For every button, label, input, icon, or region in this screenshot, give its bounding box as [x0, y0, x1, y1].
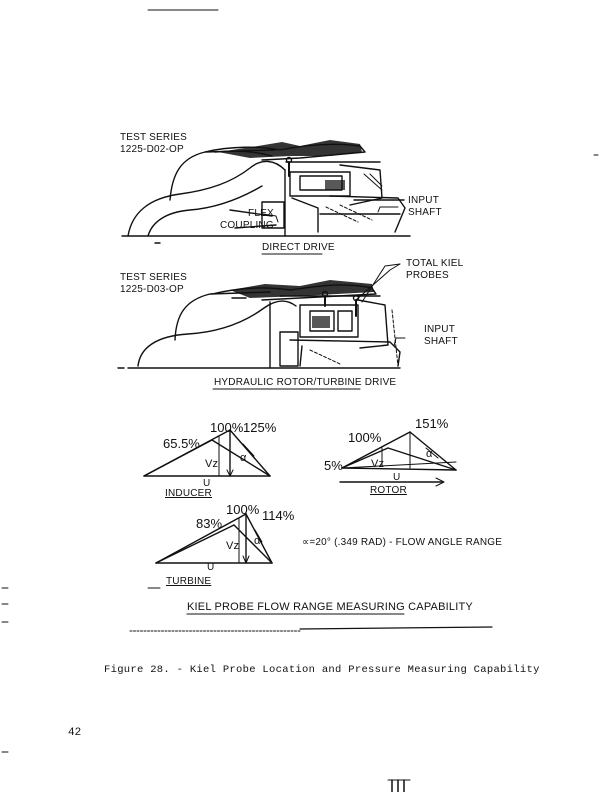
turbine-83-label: 83% [196, 516, 223, 531]
rotor-triangle [339, 431, 457, 487]
hydraulic-drive-series: TEST SERIES 1225-D03-OP [120, 272, 187, 296]
turbine-triangle [155, 513, 273, 564]
kiel-probes-label: TOTAL KIEL PROBES [406, 258, 463, 282]
rotor-100-label: 100% [348, 430, 382, 445]
direct-drive-assembly [121, 143, 411, 244]
turbine-label: TURBINE [166, 576, 212, 587]
page-number: 42 [68, 727, 82, 739]
hydraulic-drive-series-id: 1225-D03-OP [120, 284, 184, 295]
hydraulic-drive-caption: HYDRAULIC ROTOR/TURBINE DRIVE [214, 377, 397, 388]
hydraulic-input-shaft-label: INPUT SHAFT [424, 324, 458, 348]
flex-coupling-label: FLEX COUPLING [220, 208, 274, 232]
input-shaft-line1: INPUT [408, 195, 439, 206]
rotor-alpha-label: α [426, 448, 433, 460]
direct-drive-series-id: 1225-D02-OP [120, 144, 184, 155]
leader-input-shaft-2 [393, 337, 406, 347]
flow-angle-note: ∝=20° (.349 RAD) - FLOW ANGLE RANGE [302, 537, 503, 548]
inducer-vz-label: Vz [205, 458, 219, 470]
inducer-100-label: 100% [210, 420, 244, 435]
direct-drive-series: TEST SERIES 1225-D02-OP [120, 132, 187, 156]
flex-coupling-line1: FLEX [248, 208, 274, 219]
leader-flex-coupling [262, 213, 279, 223]
direct-drive-caption: DIRECT DRIVE [262, 242, 335, 253]
inducer-triangle [143, 429, 271, 477]
hydraulic-drive-assembly [117, 284, 401, 369]
direct-drive-series-title: TEST SERIES [120, 132, 188, 143]
kiel-probes-line1: TOTAL KIEL [406, 258, 464, 269]
turbine-vz-label: Vz [226, 540, 240, 552]
inducer-label: INDUCER [165, 488, 212, 499]
hydraulic-input-shaft-line2: SHAFT [424, 336, 458, 347]
capability-caption: KIEL PROBE FLOW RANGE MEASURING CAPABILI… [187, 601, 473, 613]
hatched-parts [218, 140, 374, 328]
leader-input-shaft-1 [377, 206, 399, 213]
rotor-151-label: 151% [415, 416, 449, 431]
inducer-65-label: 65.5% [163, 436, 200, 451]
rotor-u-label: U [393, 472, 401, 483]
inducer-u-label: U [203, 478, 211, 489]
rotor-5-label: 5% [324, 458, 343, 473]
inducer-alpha-label: α [240, 452, 247, 464]
leader-kiel-probe-b [355, 263, 401, 301]
hydraulic-drive-series-title: TEST SERIES [120, 272, 188, 283]
kiel-probes-line2: PROBES [406, 270, 449, 281]
inducer-125-label: 125% [243, 420, 277, 435]
direct-drive-input-shaft-label: INPUT SHAFT [408, 195, 442, 219]
input-shaft-line2: SHAFT [408, 207, 442, 218]
turbine-alpha-label: α [254, 535, 261, 547]
rotor-vz-label: Vz [371, 458, 385, 470]
flex-coupling-line2: COUPLING [220, 220, 274, 231]
turbine-114-label: 114% [262, 508, 295, 523]
turbine-u-label: U [207, 562, 215, 573]
figure-caption: Figure 28. - Kiel Probe Location and Pre… [104, 664, 540, 676]
turbine-100-label: 100% [226, 502, 260, 517]
hydraulic-input-shaft-line1: INPUT [424, 324, 455, 335]
rotor-label: ROTOR [370, 485, 407, 496]
